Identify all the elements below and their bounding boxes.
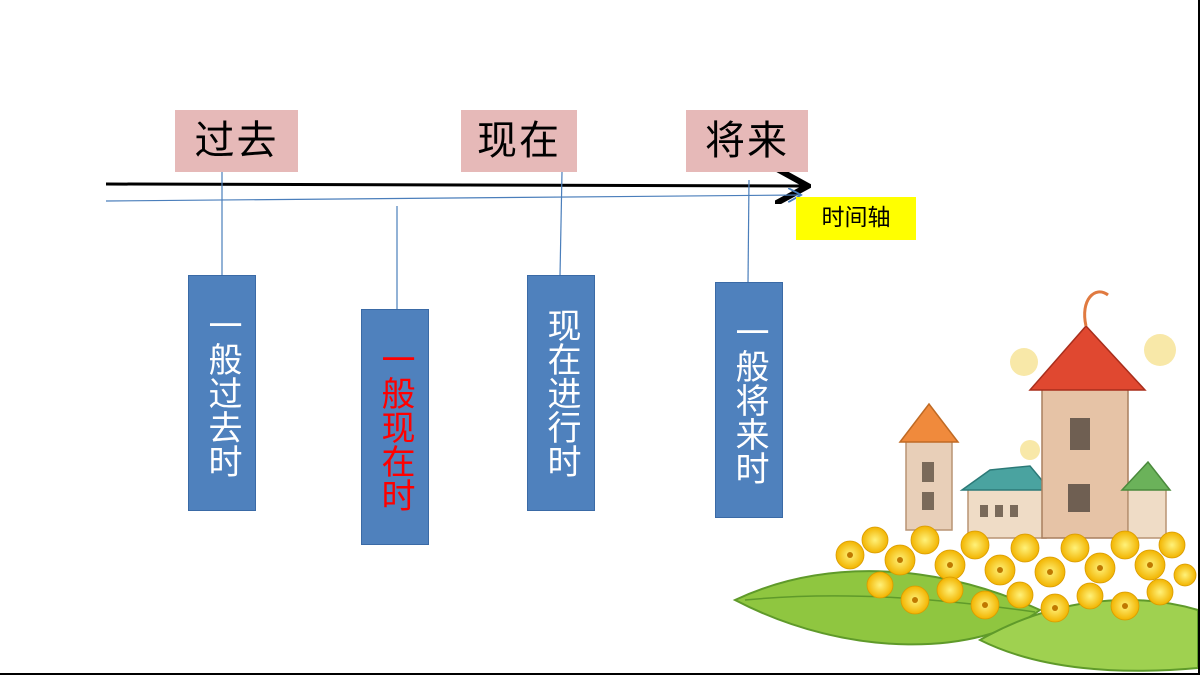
tense-box-simple-past: 一般过去时 (188, 275, 256, 511)
label-present: 现在 (461, 110, 577, 172)
label-future: 将来 (686, 110, 808, 172)
connector-present (559, 171, 563, 277)
tense-box-present-continuous: 现在进行时 (527, 275, 595, 511)
timeline-axis-label: 时间轴 (796, 197, 916, 240)
house-flower-illustration (732, 290, 1199, 672)
timeline-axis-blue (105, 195, 800, 201)
label-past: 过去 (175, 110, 298, 172)
slide-border-bottom (0, 673, 1200, 675)
timeline-axis-black (105, 184, 805, 186)
connector-future (747, 179, 750, 284)
tense-box-simple-future: 一般将来时 (715, 282, 783, 518)
slide-border-right (1198, 0, 1200, 675)
tense-box-simple-present: 一般现在时 (361, 309, 429, 545)
